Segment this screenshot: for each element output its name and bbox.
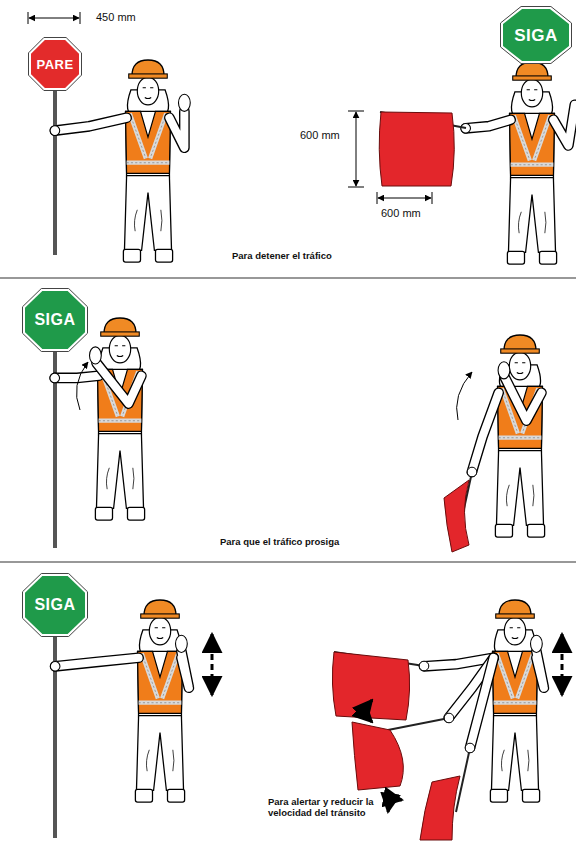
sign-word: PARE — [36, 58, 73, 71]
hand — [467, 467, 477, 477]
arm — [181, 651, 188, 687]
arm-outline — [553, 105, 574, 146]
flagger-body — [495, 335, 544, 537]
arm — [55, 118, 127, 131]
arm — [472, 393, 499, 472]
hand — [50, 662, 60, 672]
go-sign: SIGA — [22, 288, 88, 352]
arm-outline — [181, 651, 188, 687]
hand — [50, 126, 60, 136]
dimension-line — [356, 112, 357, 186]
dimension-tick — [432, 192, 433, 204]
dimension-tick — [28, 12, 29, 24]
raised-palm — [498, 362, 510, 379]
red-flag — [379, 112, 454, 186]
arm-outline — [169, 111, 184, 147]
hand — [50, 373, 60, 383]
swing-arrow — [367, 700, 372, 722]
panel-divider — [0, 561, 576, 562]
sign-face — [25, 576, 85, 634]
dimension-label: 600 mm — [381, 207, 441, 220]
arm-outline — [536, 651, 543, 687]
arm — [536, 651, 543, 687]
arm-outline — [96, 363, 141, 404]
arm — [169, 111, 184, 147]
arm-outline — [505, 378, 541, 421]
arm — [470, 658, 494, 748]
dimension-tick — [377, 192, 378, 204]
hand — [444, 713, 454, 723]
arm — [55, 376, 99, 378]
motion-arrow — [457, 372, 472, 420]
raised-palm — [531, 635, 543, 652]
up-down-arrow — [561, 634, 564, 695]
flagger-body — [490, 600, 539, 802]
arm — [553, 105, 574, 146]
sign-word: SIGA — [514, 27, 558, 44]
flagger-body — [123, 60, 172, 262]
go-sign: SIGA — [22, 573, 88, 637]
up-down-arrow — [211, 634, 214, 695]
dimension-tick — [348, 111, 364, 112]
red-flag — [352, 722, 403, 790]
arm-outline — [466, 120, 511, 129]
dimension-tick — [348, 187, 364, 188]
arm — [55, 658, 138, 667]
dimension-tick — [80, 12, 81, 24]
panel-caption: Para que el tráfico prosiga — [220, 537, 410, 548]
flagger-figure — [461, 62, 575, 264]
arm — [466, 120, 511, 129]
flagger-figure — [472, 335, 545, 537]
raised-palm — [176, 635, 188, 652]
motion-arrow — [76, 362, 88, 410]
sign-pole — [53, 90, 57, 255]
arm-outline — [55, 658, 138, 667]
dimension-line — [29, 18, 79, 19]
raised-palm — [178, 94, 190, 111]
arm-outline — [470, 658, 494, 748]
dimension-label: 600 mm — [300, 129, 350, 142]
panel-caption: Para detener el tráfico — [232, 251, 402, 262]
dimension-line — [378, 198, 431, 199]
flagger-body — [507, 62, 556, 264]
hand — [419, 661, 429, 671]
flagger-body — [135, 600, 184, 802]
red-flag — [444, 480, 469, 552]
flag-stick — [388, 718, 449, 730]
hand — [465, 743, 475, 753]
sign-rim — [29, 38, 82, 91]
flagger-figure — [50, 60, 190, 262]
dimension-label: 450 mm — [96, 11, 176, 24]
panel-divider — [0, 277, 576, 278]
go-sign: SIGA — [500, 6, 572, 64]
red-flag — [420, 776, 460, 840]
sign-rim — [23, 289, 88, 352]
arm — [505, 378, 541, 421]
sign-face — [31, 40, 79, 88]
arm — [96, 363, 141, 404]
sign-rim — [23, 574, 88, 637]
sign-face — [25, 291, 85, 349]
arm-outline — [472, 393, 499, 472]
panel-caption: Para alertar y reducir la velocidad del … — [268, 797, 406, 819]
sign-word: SIGA — [34, 597, 75, 613]
sign-face — [503, 9, 569, 61]
arm-outline — [55, 118, 127, 131]
flagger-figure — [424, 600, 544, 802]
red-flag — [332, 652, 409, 720]
sign-word: SIGA — [34, 312, 75, 328]
flagger-body — [95, 318, 144, 520]
raised-palm — [90, 347, 102, 364]
sign-rim — [501, 7, 572, 64]
arm-outline — [55, 376, 99, 378]
swing-arrow — [388, 800, 402, 812]
stop-sign: PARE — [28, 37, 82, 91]
